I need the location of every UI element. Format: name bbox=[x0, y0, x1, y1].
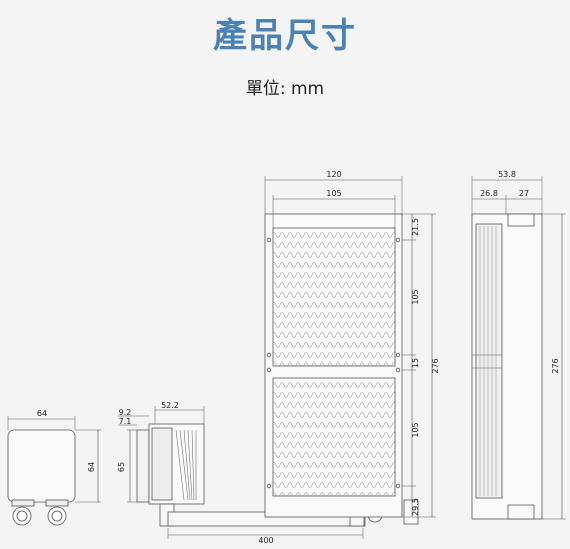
radiator-front-view bbox=[264, 176, 436, 525]
pump-depth-label: 52.2 bbox=[161, 401, 179, 410]
pump-body bbox=[7, 429, 76, 503]
side-depth-label: 53.8 bbox=[498, 170, 516, 179]
radiator-gap-label: 15 bbox=[411, 358, 420, 368]
radiator-fan1-label: 105 bbox=[411, 289, 420, 304]
side-left-label: 26.8 bbox=[480, 189, 498, 198]
pump-offset-b-label: 7.1 bbox=[119, 417, 132, 426]
radiator-top-margin-label: 21.5 bbox=[411, 218, 420, 236]
radiator-core-lower bbox=[272, 377, 396, 497]
radiator-height-label: 276 bbox=[431, 358, 440, 373]
radiator-bottom-margin-label: 29.5 bbox=[411, 498, 420, 516]
radiator-width-label: 120 bbox=[326, 170, 341, 179]
side-right-label: 27 bbox=[519, 189, 529, 198]
pump-offset-a-label: 9.2 bbox=[119, 408, 132, 417]
pump-fitting-left bbox=[12, 506, 32, 526]
pump-width-label: 64 bbox=[37, 409, 47, 418]
unit-label: 單位: mm bbox=[245, 79, 325, 99]
radiator-core-width-label: 105 bbox=[326, 189, 341, 198]
pump-side-view bbox=[118, 406, 205, 505]
pump-height-label: 64 bbox=[87, 462, 96, 472]
tube-length-label: 400 bbox=[258, 536, 273, 545]
pump-front-view bbox=[7, 416, 101, 526]
pump-side-height-label: 65 bbox=[117, 462, 126, 472]
radiator-fan2-label: 105 bbox=[411, 422, 420, 437]
radiator-core-upper bbox=[272, 227, 396, 367]
side-height-label: 276 bbox=[551, 358, 560, 373]
pump-fitting-right bbox=[47, 506, 67, 526]
page-title: 產品尺寸 bbox=[213, 16, 357, 56]
radiator-side-view bbox=[471, 176, 566, 520]
